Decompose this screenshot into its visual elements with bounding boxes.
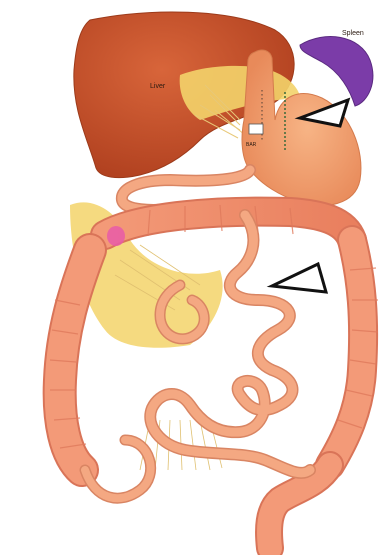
pink-anastomosis-marker: [107, 226, 125, 246]
arrow-marker-intestine: [272, 264, 326, 292]
liver-label: Liver: [150, 83, 166, 90]
spleen-label: Spleen: [342, 30, 364, 37]
stomach-small-label: BAR: [246, 142, 257, 148]
gastric-band-marker: [249, 124, 263, 134]
